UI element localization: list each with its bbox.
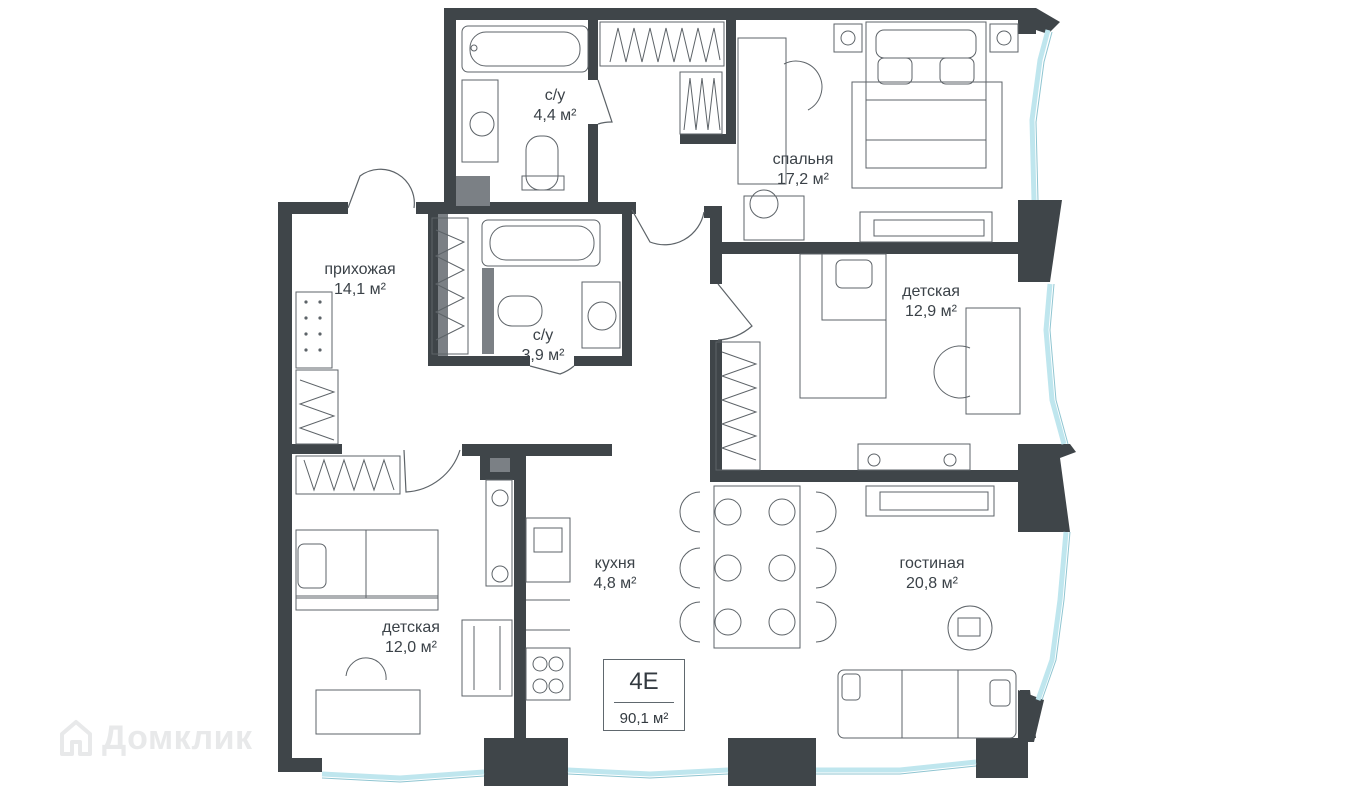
room-area: 20,8 м² [906,575,958,592]
room-name: кухня [594,555,636,572]
room-area: 4,4 м² [533,107,577,124]
furniture [295,21,1021,739]
domclick-watermark: Домклик [56,718,253,758]
wet-zones [438,176,510,472]
total-area: 90,1 м² [619,710,669,727]
room-label-bath-top: с/у 4,4 м² [522,86,588,126]
room-area: 12,0 м² [385,639,437,656]
room-name: спальня [772,151,834,168]
room-name: детская [382,619,440,636]
walls [278,8,1076,786]
apartment-code: 4E [629,668,659,695]
room-area: 17,2 м² [777,171,829,188]
room-name: гостиная [899,555,965,572]
room-area: 3,9 м² [521,347,565,364]
hall-dots [304,300,322,352]
room-label-bedroom: спальня 17,2 м² [756,150,850,190]
doors [347,79,753,493]
badge-divider [614,702,674,703]
room-label-living: гостиная 20,8 м² [882,554,982,594]
watermark-text: Домклик [102,718,253,757]
glazing-frame [321,31,1071,783]
room-label-kitchen: кухня 4,8 м² [580,554,650,594]
apartment-badge: 4E 90,1 м² [603,659,685,731]
room-name: детская [902,283,960,300]
room-area: 14,1 м² [334,281,386,298]
glazing [321,29,1069,781]
room-name: прихожая [324,261,396,278]
house-logo-icon [60,720,92,756]
room-label-kids-right: детская 12,9 м² [888,282,974,322]
room-label-bath-mid: с/у 3,9 м² [510,326,576,366]
room-name: с/у [532,327,554,344]
room-name: с/у [544,87,566,104]
room-label-hall: прихожая 14,1 м² [310,260,410,300]
room-label-kids-left: детская 12,0 м² [368,618,454,658]
room-area: 12,9 м² [905,303,957,320]
room-area: 4,8 м² [593,575,637,592]
